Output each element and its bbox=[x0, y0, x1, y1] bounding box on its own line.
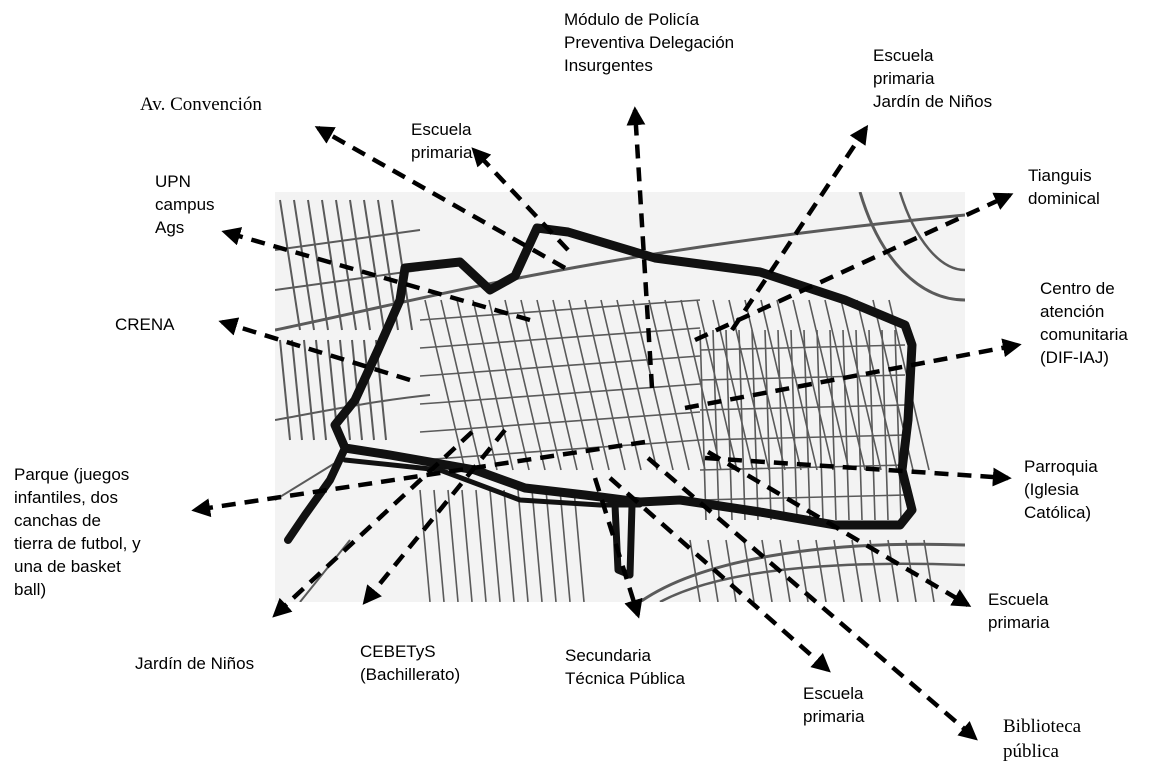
label-cebetys: CEBETyS (Bachillerato) bbox=[360, 642, 461, 684]
arrow-cebetys bbox=[362, 428, 507, 605]
arrow-parroquia bbox=[704, 455, 1012, 487]
arrow-biblioteca bbox=[646, 456, 978, 741]
label-biblioteca: Biblioteca pública bbox=[1003, 716, 1082, 762]
label-escuela-primaria-right: Escuela primaria bbox=[988, 590, 1050, 632]
label-tianguis: Tianguis dominical bbox=[1028, 166, 1100, 208]
label-jardin-ninos: Jardín de Niños bbox=[135, 654, 255, 673]
label-parque: Parque (juegos infantiles, dos canchas d… bbox=[14, 465, 141, 599]
label-av-convencion: Av. Convención bbox=[140, 94, 262, 115]
label-modulo-policia: Módulo de Policía Preventiva Delegación … bbox=[564, 10, 735, 75]
arrow-parque bbox=[191, 439, 646, 518]
label-escuela-primaria-bottom: Escuela primaria bbox=[803, 684, 865, 726]
label-upn: UPN campus Ags bbox=[155, 172, 215, 237]
arrow-modulo bbox=[626, 106, 655, 389]
label-escuela-primaria-top: Escuela primaria bbox=[411, 120, 473, 162]
arrow-secundaria bbox=[592, 477, 643, 619]
arrow-crena bbox=[218, 317, 411, 383]
label-secundaria: Secundaria Técnica Pública bbox=[565, 646, 686, 688]
label-escuela-jardin: Escuela primaria Jardín de Niños bbox=[873, 46, 993, 111]
route-outline bbox=[284, 223, 917, 579]
arrow-escuela-bottom bbox=[608, 476, 831, 673]
label-crena: CRENA bbox=[115, 315, 175, 334]
arrow-centro bbox=[684, 338, 1022, 411]
arrow-layer bbox=[191, 106, 1022, 741]
arrow-escuela-jardin bbox=[730, 124, 869, 332]
label-centro-atencion: Centro de atención comunitaria (DIF-IAJ) bbox=[1040, 279, 1128, 367]
arrow-tianguis bbox=[694, 192, 1014, 343]
arrow-escuela-right bbox=[706, 450, 972, 607]
label-parroquia: Parroquia (Iglesia Católica) bbox=[1024, 457, 1098, 522]
street-grid bbox=[275, 192, 965, 602]
arrow-upn bbox=[221, 227, 531, 323]
arrow-av-convencion bbox=[314, 126, 567, 270]
